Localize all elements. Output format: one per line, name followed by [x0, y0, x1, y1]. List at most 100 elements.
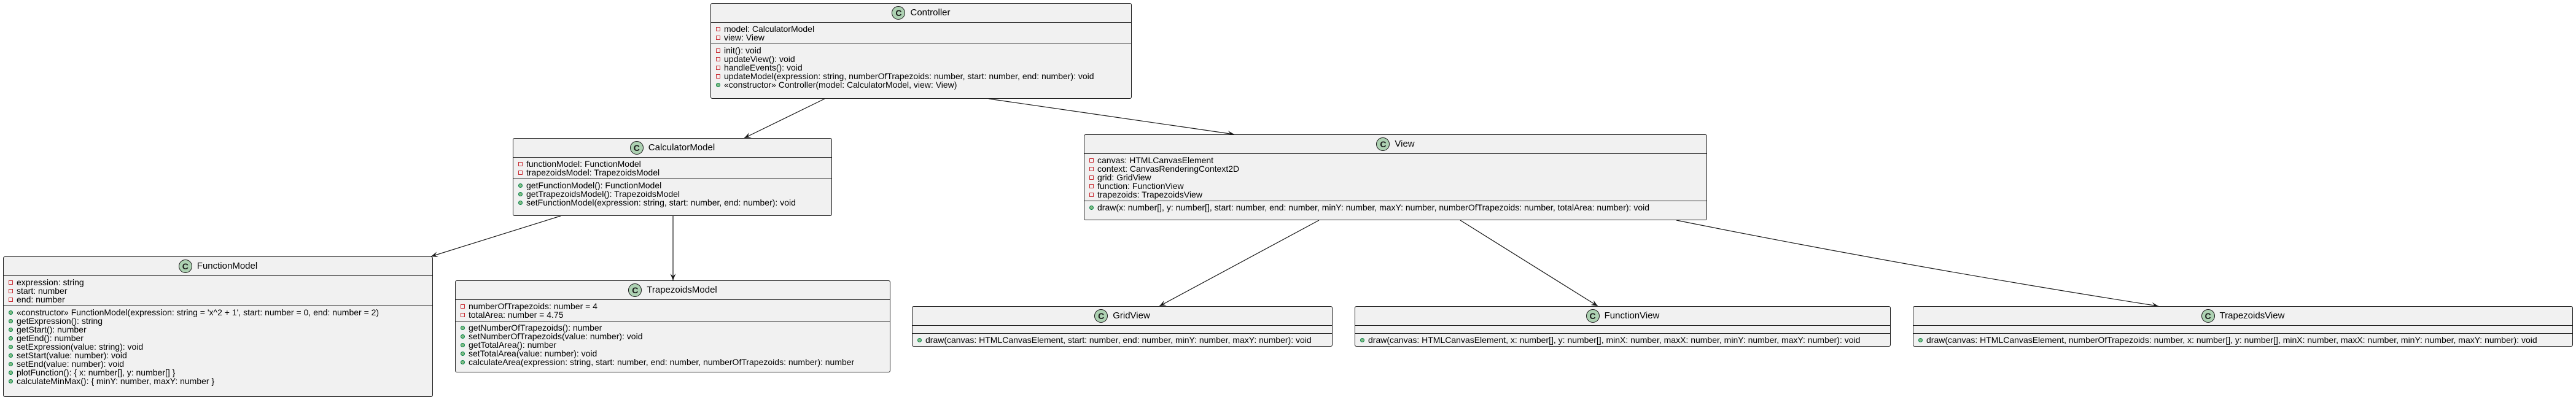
method: calculateArea(expression: string, start:… — [461, 358, 890, 366]
private-visibility-icon — [1089, 166, 1094, 171]
class-name: GridView — [1113, 310, 1150, 321]
class-header: C View — [1084, 135, 1706, 153]
public-visibility-icon — [518, 183, 523, 188]
public-visibility-icon — [9, 379, 13, 383]
public-visibility-icon — [1918, 337, 1923, 342]
class-name: Controller — [910, 7, 951, 18]
methods-section: draw(canvas: HTMLCanvasElement, start: n… — [912, 333, 1332, 346]
private-visibility-icon — [518, 161, 523, 166]
class-header: C FunctionModel — [4, 257, 432, 275]
arrowhead-icon — [744, 133, 752, 138]
method: setNumberOfTrapezoids(value: number): vo… — [461, 332, 890, 340]
field: model: CalculatorModel — [716, 25, 1131, 33]
class-name: FunctionView — [1604, 310, 1660, 321]
class-badge-icon: C — [629, 141, 644, 155]
class-header: C TrapezoidsView — [1913, 307, 2572, 325]
method: draw(x: number[], y: number[], start: nu… — [1089, 203, 1706, 212]
methods-section: «constructor» FunctionModel(expression: … — [4, 306, 432, 387]
public-visibility-icon — [1089, 205, 1094, 210]
field: view: View — [716, 33, 1131, 42]
association-arrow — [1159, 220, 1320, 307]
class-badge-icon: C — [2201, 309, 2215, 323]
class-header: C GridView — [912, 307, 1332, 325]
field: trapezoidsModel: TrapezoidsModel — [518, 168, 831, 177]
association-arrow — [1460, 220, 1598, 307]
private-visibility-icon — [9, 280, 13, 285]
class-grid-view: C GridView draw(canvas: HTMLCanvasElemen… — [912, 306, 1333, 347]
method: init(): void — [716, 46, 1131, 55]
private-visibility-icon — [716, 74, 720, 79]
class-name: FunctionModel — [197, 261, 258, 271]
public-visibility-icon — [9, 344, 13, 349]
class-calculator-model: C CalculatorModel functionModel: Functio… — [513, 138, 832, 216]
class-name: TrapezoidsView — [2219, 310, 2285, 321]
field: end: number — [9, 295, 432, 304]
class-header: C FunctionView — [1355, 307, 1890, 325]
field: function: FunctionView — [1089, 182, 1706, 190]
public-visibility-icon — [9, 361, 13, 366]
fields-section — [1913, 325, 2572, 333]
private-visibility-icon — [1089, 192, 1094, 197]
private-visibility-icon — [716, 65, 720, 70]
class-badge-icon: C — [628, 283, 642, 297]
class-controller: C Controller model: CalculatorModel view… — [710, 3, 1132, 99]
public-visibility-icon — [461, 342, 465, 347]
field: start: number — [9, 287, 432, 295]
class-trapezoids-model: C TrapezoidsModel numberOfTrapezoids: nu… — [455, 280, 890, 372]
field: grid: GridView — [1089, 173, 1706, 182]
field: numberOfTrapezoids: number = 4 — [461, 302, 890, 310]
public-visibility-icon — [461, 334, 465, 339]
method: getEnd(): number — [9, 334, 432, 342]
public-visibility-icon — [9, 353, 13, 358]
arrowhead-icon — [431, 252, 438, 258]
association-arrow — [744, 98, 825, 139]
method: setEnd(value: number): void — [9, 360, 432, 368]
arrowhead-icon — [1159, 300, 1167, 306]
method: setExpression(value: string): void — [9, 342, 432, 351]
method: plotFunction(): { x: number[], y: number… — [9, 368, 432, 377]
field: canvas: HTMLCanvasElement — [1089, 156, 1706, 164]
method: «constructor» FunctionModel(expression: … — [9, 308, 432, 317]
private-visibility-icon — [461, 304, 465, 309]
methods-section: getNumberOfTrapezoids(): number setNumbe… — [456, 321, 890, 368]
method: setTotalArea(value: number): void — [461, 349, 890, 358]
field: functionModel: FunctionModel — [518, 160, 831, 168]
methods-section: draw(canvas: HTMLCanvasElement, x: numbe… — [1355, 333, 1890, 346]
method: calculateMinMax(): { minY: number, maxY:… — [9, 377, 432, 385]
method: setStart(value: number): void — [9, 351, 432, 360]
fields-section: numberOfTrapezoids: number = 4 totalArea… — [456, 299, 890, 321]
private-visibility-icon — [518, 170, 523, 175]
method: handleEvents(): void — [716, 63, 1131, 72]
private-visibility-icon — [716, 26, 720, 31]
fields-section — [1355, 325, 1890, 333]
fields-section: canvas: HTMLCanvasElement context: Canva… — [1084, 153, 1706, 201]
public-visibility-icon — [9, 370, 13, 375]
class-header: C CalculatorModel — [513, 139, 831, 157]
method: getStart(): number — [9, 325, 432, 334]
private-visibility-icon — [9, 297, 13, 302]
class-badge-icon: C — [178, 260, 192, 273]
arrowhead-icon — [670, 274, 676, 280]
class-header: C TrapezoidsModel — [456, 281, 890, 299]
class-badge-icon: C — [1094, 309, 1108, 323]
method: updateModel(expression: string, numberOf… — [716, 72, 1131, 80]
fields-section: functionModel: FunctionModel trapezoidsM… — [513, 157, 831, 179]
private-visibility-icon — [1089, 175, 1094, 180]
fields-section — [912, 325, 1332, 333]
private-visibility-icon — [716, 48, 720, 53]
public-visibility-icon — [917, 337, 922, 342]
public-visibility-icon — [461, 351, 465, 356]
methods-section: getFunctionModel(): FunctionModel getTra… — [513, 179, 831, 209]
public-visibility-icon — [1360, 337, 1364, 342]
class-function-view: C FunctionView draw(canvas: HTMLCanvasEl… — [1355, 306, 1891, 347]
method: «constructor» Controller(model: Calculat… — [716, 80, 1131, 89]
public-visibility-icon — [518, 191, 523, 196]
field: totalArea: number = 4.75 — [461, 310, 890, 319]
class-badge-icon: C — [1586, 309, 1600, 323]
class-name: TrapezoidsModel — [647, 285, 717, 295]
public-visibility-icon — [461, 360, 465, 364]
public-visibility-icon — [716, 82, 720, 87]
field: context: CanvasRenderingContext2D — [1089, 164, 1706, 173]
association-arrow — [430, 215, 561, 258]
